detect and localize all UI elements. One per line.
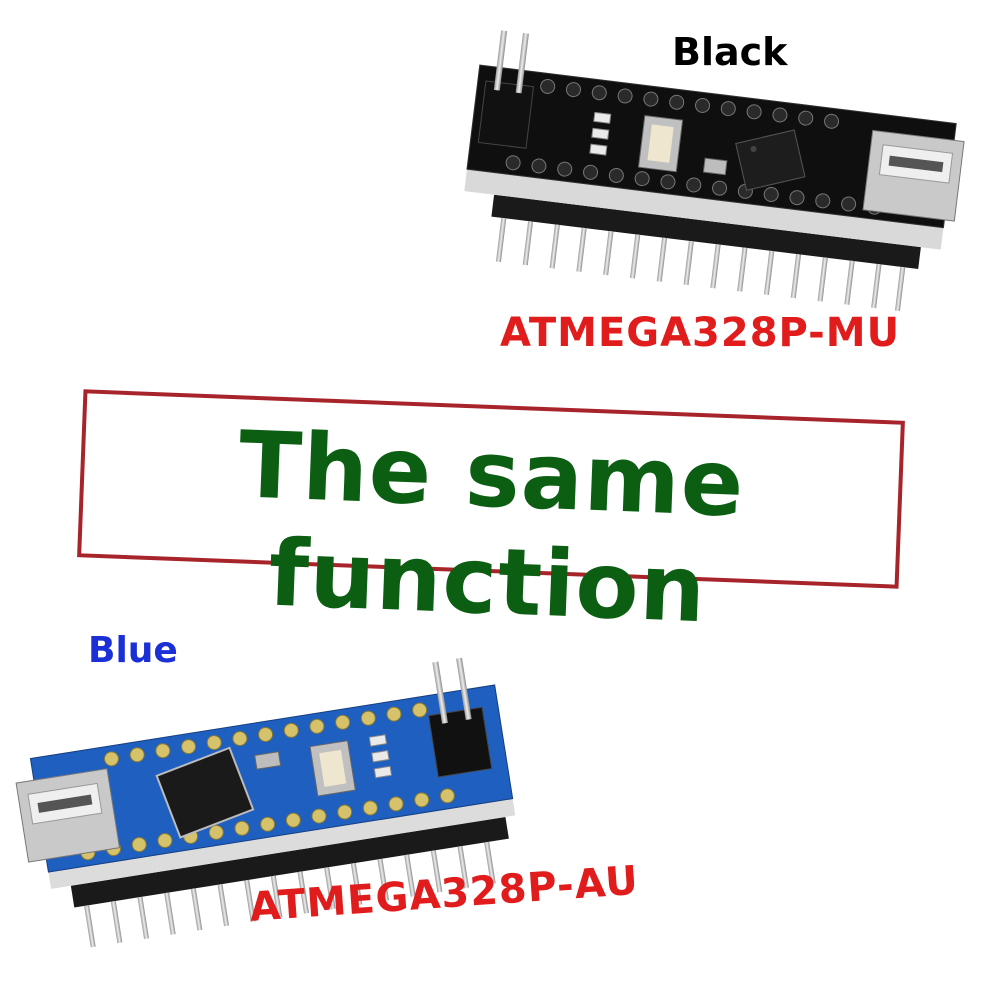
black-board-mcu-chip: [735, 129, 806, 191]
blue-board-header-pins: [70, 816, 509, 948]
black-board-leds: [589, 111, 612, 156]
black-board-usb-port: [862, 129, 965, 222]
blue-board-leds: [368, 734, 393, 779]
black-board-crystal: [702, 157, 728, 176]
blue-nano-board: [15, 657, 516, 948]
blue-board-crystal: [254, 751, 282, 770]
blue-board-icsp-header: [428, 657, 493, 778]
blue-board-reset-button: [309, 740, 356, 797]
blue-board-mcu-chip: [155, 746, 255, 839]
black-nano-board: [464, 30, 965, 312]
same-function-banner: The same function: [77, 389, 905, 643]
banner-text: The same function: [236, 411, 747, 644]
black-board-header-pins: [491, 194, 921, 312]
black-board-reset-button: [637, 114, 684, 173]
black-version-label: Black: [672, 30, 788, 74]
blue-board-usb-port: [15, 768, 121, 863]
blue-version-label: Blue: [88, 630, 178, 671]
black-version-part-number: ATMEGA328P-MU: [500, 310, 901, 356]
black-board-icsp-header: [477, 30, 535, 149]
